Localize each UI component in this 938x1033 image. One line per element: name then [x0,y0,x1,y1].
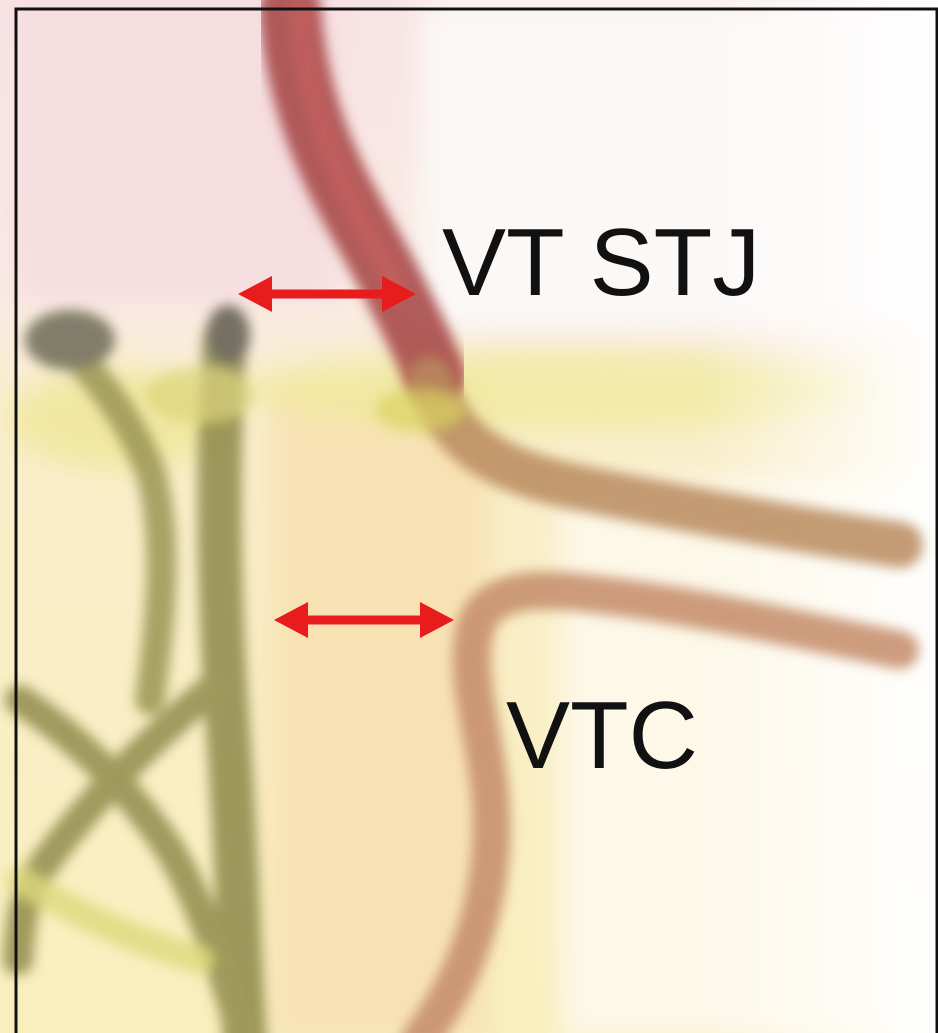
vtc-label: VTC [506,682,698,789]
stj-label: VT STJ [442,209,760,316]
